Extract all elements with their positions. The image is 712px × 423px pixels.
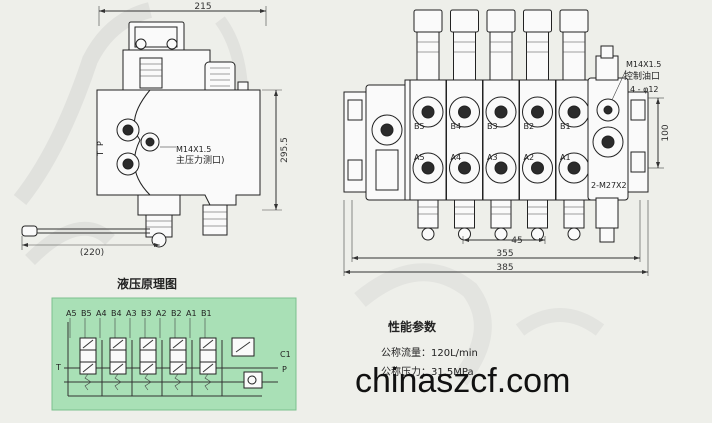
port-label-b: B2: [524, 122, 535, 131]
schematic-port-label: B5: [81, 309, 92, 318]
schematic-port-label: A5: [66, 309, 77, 318]
hydraulic-schematic: 液压原理图 A5 B5 A4 B4 A3 B3 A2 B2 A1 B1 C1 P T: [51, 276, 297, 411]
schematic-valve-2: [109, 337, 133, 396]
performance-title: 性能参数: [387, 319, 437, 334]
schematic-port-label: B1: [201, 309, 212, 318]
schematic-port-c1: C1: [280, 350, 291, 359]
front-dim-385: 385: [496, 263, 513, 273]
port-label-a: A1: [560, 153, 571, 162]
schematic-title: 液压原理图: [117, 276, 177, 291]
side-view: 215 P T M14X1.5 主压力测口): [21, 2, 290, 258]
port-label-b: B1: [560, 122, 571, 131]
front-ctrl-port-label: M14X1.5: [626, 60, 661, 69]
schematic-valve-1: [79, 337, 103, 396]
front-hole-label: 4 - φ12: [630, 85, 659, 94]
performance-flow: 公称流量：120L/min: [381, 346, 478, 359]
port-label-b: B3: [487, 122, 498, 131]
schematic-port-label: A2: [156, 309, 167, 318]
valve-cap-1: [413, 9, 443, 81]
schematic-port-label: A3: [126, 309, 137, 318]
performance-pressure: 公称压力：31.5MPa: [381, 365, 474, 378]
port-label-a: A2: [524, 153, 535, 162]
side-port-label: M14X1.5: [176, 145, 211, 154]
valve-cap-5: [559, 9, 589, 81]
valve-cap-2: [450, 9, 479, 81]
background-watermark-strokes: [13, 2, 605, 386]
schematic-port-label: A1: [186, 309, 197, 318]
schematic-port-label: B4: [111, 309, 122, 318]
front-ctrl-port-desc: 控制油口: [624, 70, 660, 82]
front-dim-pitch: 45: [511, 236, 522, 246]
side-dim-width: 215: [194, 2, 211, 12]
schematic-port-label: B3: [141, 309, 152, 318]
side-letter-p: P: [96, 141, 105, 146]
side-dim-height: 295.5: [280, 137, 290, 163]
side-letter-t: T: [96, 151, 105, 157]
performance-section: 性能参数 公称流量：120L/min 公称压力：31.5MPa: [381, 319, 478, 378]
front-dim-355: 355: [496, 249, 513, 259]
valve-cap-3: [486, 9, 516, 81]
port-label-b: B4: [451, 122, 462, 131]
port-label-a: A3: [487, 153, 498, 162]
schematic-valve-5: [199, 337, 223, 396]
schematic-valve-3: [139, 337, 163, 396]
port-label-a: A4: [451, 153, 462, 162]
front-dim-height: 100: [661, 124, 671, 141]
schematic-valve-4: [169, 337, 193, 396]
side-dim-handle: (220): [80, 248, 104, 258]
schematic-port-p: P: [282, 365, 287, 374]
side-port-desc: 主压力测口): [176, 154, 225, 166]
schematic-port-label: A4: [96, 309, 107, 318]
valve-cap-4: [523, 9, 552, 81]
schematic-port-t: T: [55, 363, 61, 372]
brand-watermark: chinaszcf.com: [355, 362, 570, 400]
schematic-port-label: B2: [171, 309, 182, 318]
front-thread-label: 2-M27X2: [591, 181, 627, 190]
port-label-a: A5: [414, 153, 425, 162]
port-label-b: B5: [414, 122, 425, 131]
